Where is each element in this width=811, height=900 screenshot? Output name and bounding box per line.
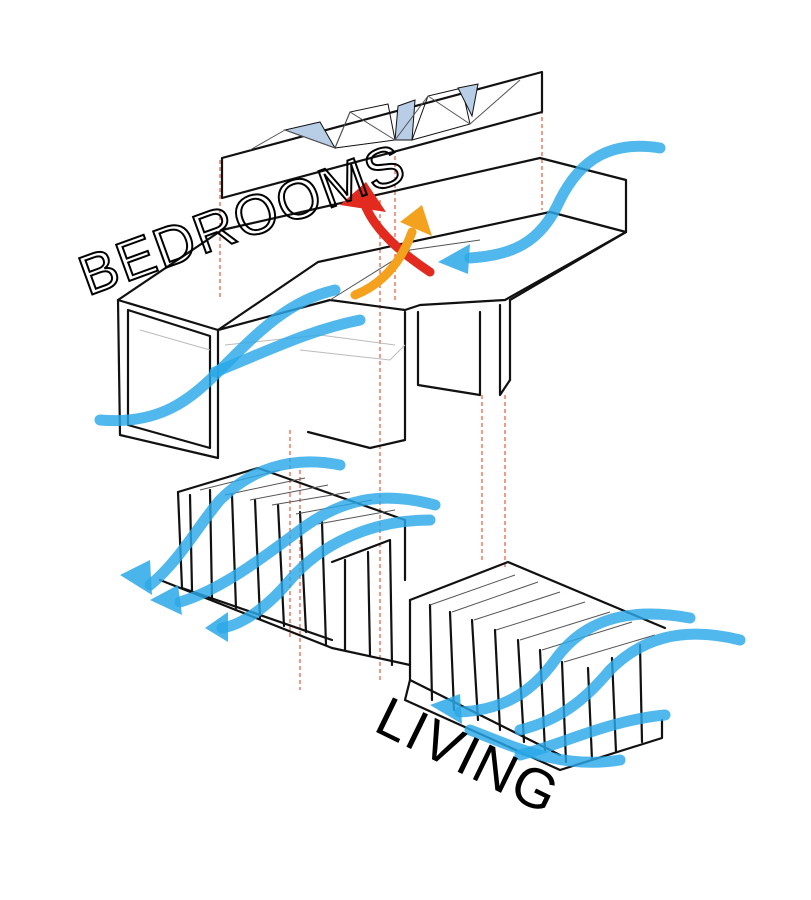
airflow-arrows (94, 140, 746, 768)
warm-air-arrows (340, 182, 435, 300)
airflow-arrow (216, 514, 436, 634)
skylight-glazing (249, 79, 521, 151)
living-label: LIVING (367, 684, 570, 826)
warm-air-arrow (350, 227, 417, 300)
airflow-arrow (454, 608, 696, 718)
living-volume-right (403, 560, 667, 772)
living-volume-left (158, 466, 412, 667)
living-label-group: LIVING (367, 684, 570, 826)
warm-air-arrow (360, 200, 435, 277)
airflow-arrow (514, 628, 746, 736)
airflow-arrow (144, 456, 346, 591)
airflow-arrow (209, 314, 366, 378)
airflow-arrow (464, 140, 666, 264)
airflow-arrow (514, 709, 671, 761)
roof-element (220, 70, 544, 200)
bedrooms-volume (116, 156, 628, 460)
airflow-arrow (174, 492, 441, 608)
